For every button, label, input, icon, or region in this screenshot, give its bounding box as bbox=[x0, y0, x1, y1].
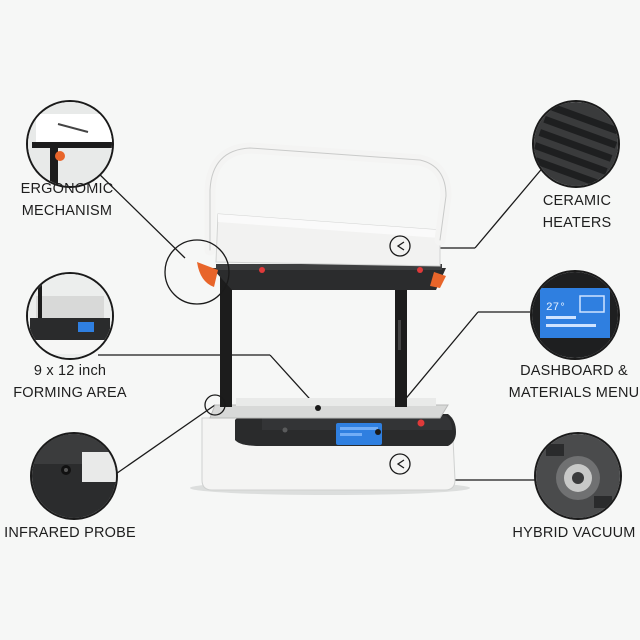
ergonomic-highlight-circle bbox=[164, 239, 230, 305]
dashboard-thumbnail: 27° bbox=[530, 270, 620, 360]
ceramic-heater-thumbnail bbox=[532, 100, 620, 188]
hybrid-vacuum-thumbnail bbox=[534, 432, 622, 520]
infrared-probe-thumbnail bbox=[30, 432, 118, 520]
ceramic-heaters-label: CERAMIC HEATERS bbox=[542, 193, 612, 231]
ergonomic-mechanism-label: ERGONOMIC MECHANISM bbox=[20, 181, 114, 219]
hybrid-vacuum-label: HYBRID VACUUM bbox=[512, 525, 636, 541]
ergonomic-thumbnail bbox=[26, 100, 114, 188]
line-ceramic-a bbox=[474, 164, 546, 249]
ceramic-marker-icon bbox=[389, 235, 411, 257]
infrared-probe-label: INFRARED PROBE bbox=[4, 525, 136, 541]
vacuum-marker-icon bbox=[389, 453, 411, 475]
probe-marker-icon bbox=[204, 394, 226, 416]
forming-area-label: 9 x 12 inch FORMING AREA bbox=[13, 363, 127, 401]
forming-area-thumbnail bbox=[26, 272, 114, 360]
dashboard-materials-label: DASHBOARD & MATERIALS MENU bbox=[508, 363, 640, 401]
line-infrared bbox=[109, 404, 216, 479]
svg-text:27°: 27° bbox=[546, 302, 566, 314]
